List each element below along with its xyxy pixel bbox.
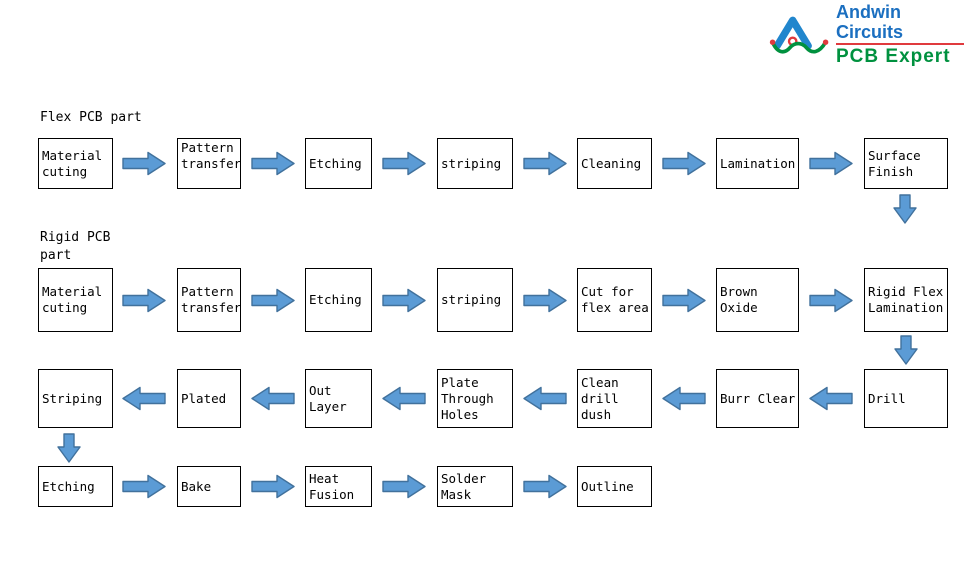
- node-etching-final: Etching: [38, 466, 113, 507]
- node-outline: Outline: [577, 466, 652, 507]
- logo-subtitle: PCB Expert: [836, 45, 951, 67]
- node-rigid-etching: Etching: [305, 268, 372, 332]
- node-flex-cleaning: Cleaning: [577, 138, 652, 189]
- arrow-right-icon: [523, 474, 567, 499]
- node-flex-etching: Etching: [305, 138, 372, 189]
- node-drill: Drill: [864, 369, 948, 428]
- arrow-right-icon: [382, 151, 426, 176]
- arrow-down-icon: [893, 194, 917, 224]
- node-solder-mask: Solder Mask: [437, 466, 513, 507]
- node-flex-striping: striping: [437, 138, 513, 189]
- node-heat-fusion: Heat Fusion: [305, 466, 372, 507]
- node-plate-through-holes: Plate Through Holes: [437, 369, 513, 428]
- arrow-left-icon: [809, 386, 853, 411]
- arrow-right-icon: [382, 288, 426, 313]
- node-brown-oxide: Brown Oxide: [716, 268, 799, 332]
- arrow-right-icon: [523, 288, 567, 313]
- company-logo: Andwin Circuits PCB Expert: [768, 2, 964, 67]
- arrow-down-icon: [894, 335, 918, 365]
- node-clean-drill-dush: Clean drill dush: [577, 369, 652, 428]
- logo-divider: [836, 42, 964, 45]
- logo-text-block: Andwin Circuits PCB Expert: [836, 2, 964, 67]
- node-cut-for-flex-area: Cut for flex area: [577, 268, 652, 332]
- node-bake: Bake: [177, 466, 241, 507]
- arrow-right-icon: [122, 474, 166, 499]
- node-plated: Plated: [177, 369, 241, 428]
- node-rigid-material-cuting: Material cuting: [38, 268, 113, 332]
- arrow-left-icon: [523, 386, 567, 411]
- arrow-left-icon: [382, 386, 426, 411]
- arrow-left-icon: [251, 386, 295, 411]
- arrow-down-icon: [57, 433, 81, 463]
- arrow-right-icon: [809, 288, 853, 313]
- logo-mark-icon: [769, 16, 829, 54]
- node-rigid-pattern-transfer: Pattern transfer: [177, 268, 241, 332]
- arrow-right-icon: [662, 151, 706, 176]
- arrow-right-icon: [382, 474, 426, 499]
- arrow-right-icon: [662, 288, 706, 313]
- arrow-right-icon: [122, 151, 166, 176]
- arrow-right-icon: [809, 151, 853, 176]
- node-striping-return: Striping: [38, 369, 113, 428]
- logo-title: Andwin Circuits: [836, 1, 904, 42]
- arrow-right-icon: [122, 288, 166, 313]
- node-flex-lamination: Lamination: [716, 138, 799, 189]
- node-rigid-striping: striping: [437, 268, 513, 332]
- arrow-right-icon: [251, 474, 295, 499]
- node-flex-surface-finish: Surface Finish: [864, 138, 948, 189]
- arrow-right-icon: [523, 151, 567, 176]
- node-rigid-flex-lamination: Rigid Flex Lamination: [864, 268, 948, 332]
- arrow-left-icon: [662, 386, 706, 411]
- flex-section-label: Flex PCB part: [40, 110, 142, 125]
- arrow-right-icon: [251, 151, 295, 176]
- node-burr-clear: Burr Clear: [716, 369, 799, 428]
- node-flex-pattern-transfer: Pattern transfer: [177, 138, 241, 189]
- arrow-left-icon: [122, 386, 166, 411]
- rigid-section-label: Rigid PCB part: [40, 230, 111, 263]
- arrow-right-icon: [251, 288, 295, 313]
- node-out-layer: Out Layer: [305, 369, 372, 428]
- node-flex-material-cuting: Material cuting: [38, 138, 113, 189]
